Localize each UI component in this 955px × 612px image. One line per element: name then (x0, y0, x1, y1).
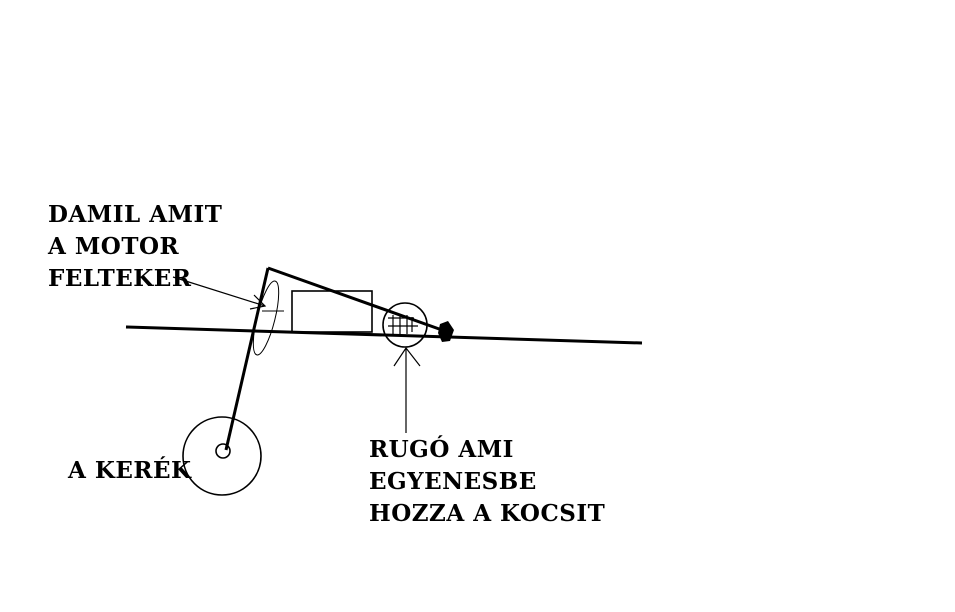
motor-box (291, 290, 373, 333)
damil-label-line-1: DAMIL AMIT (48, 201, 222, 228)
rugo-label-line-3: HOZZA A KOCSIT (369, 500, 605, 527)
wheel-hub (215, 443, 231, 459)
damil-label-line-3: FELTEKER (48, 265, 192, 292)
pivot-ellipse (252, 280, 280, 356)
anchor-nut (438, 321, 454, 342)
damil-string (267, 266, 443, 332)
rugo-arrowhead (393, 346, 421, 367)
chassis-line (125, 325, 643, 345)
damil-arrow-line (172, 276, 266, 307)
wheel (182, 416, 262, 496)
spring-circle (382, 302, 428, 348)
rugo-label-line-1: RUGÓ AMI (369, 436, 514, 463)
kerek-label: A KERÉK (67, 457, 192, 484)
spring-coil (388, 315, 418, 334)
steering-arm (224, 267, 270, 451)
rugo-label-line-2: EGYENESBE (369, 468, 537, 495)
damil-label-line-2: A MOTOR (47, 233, 179, 260)
damil-arrowhead (249, 294, 267, 310)
